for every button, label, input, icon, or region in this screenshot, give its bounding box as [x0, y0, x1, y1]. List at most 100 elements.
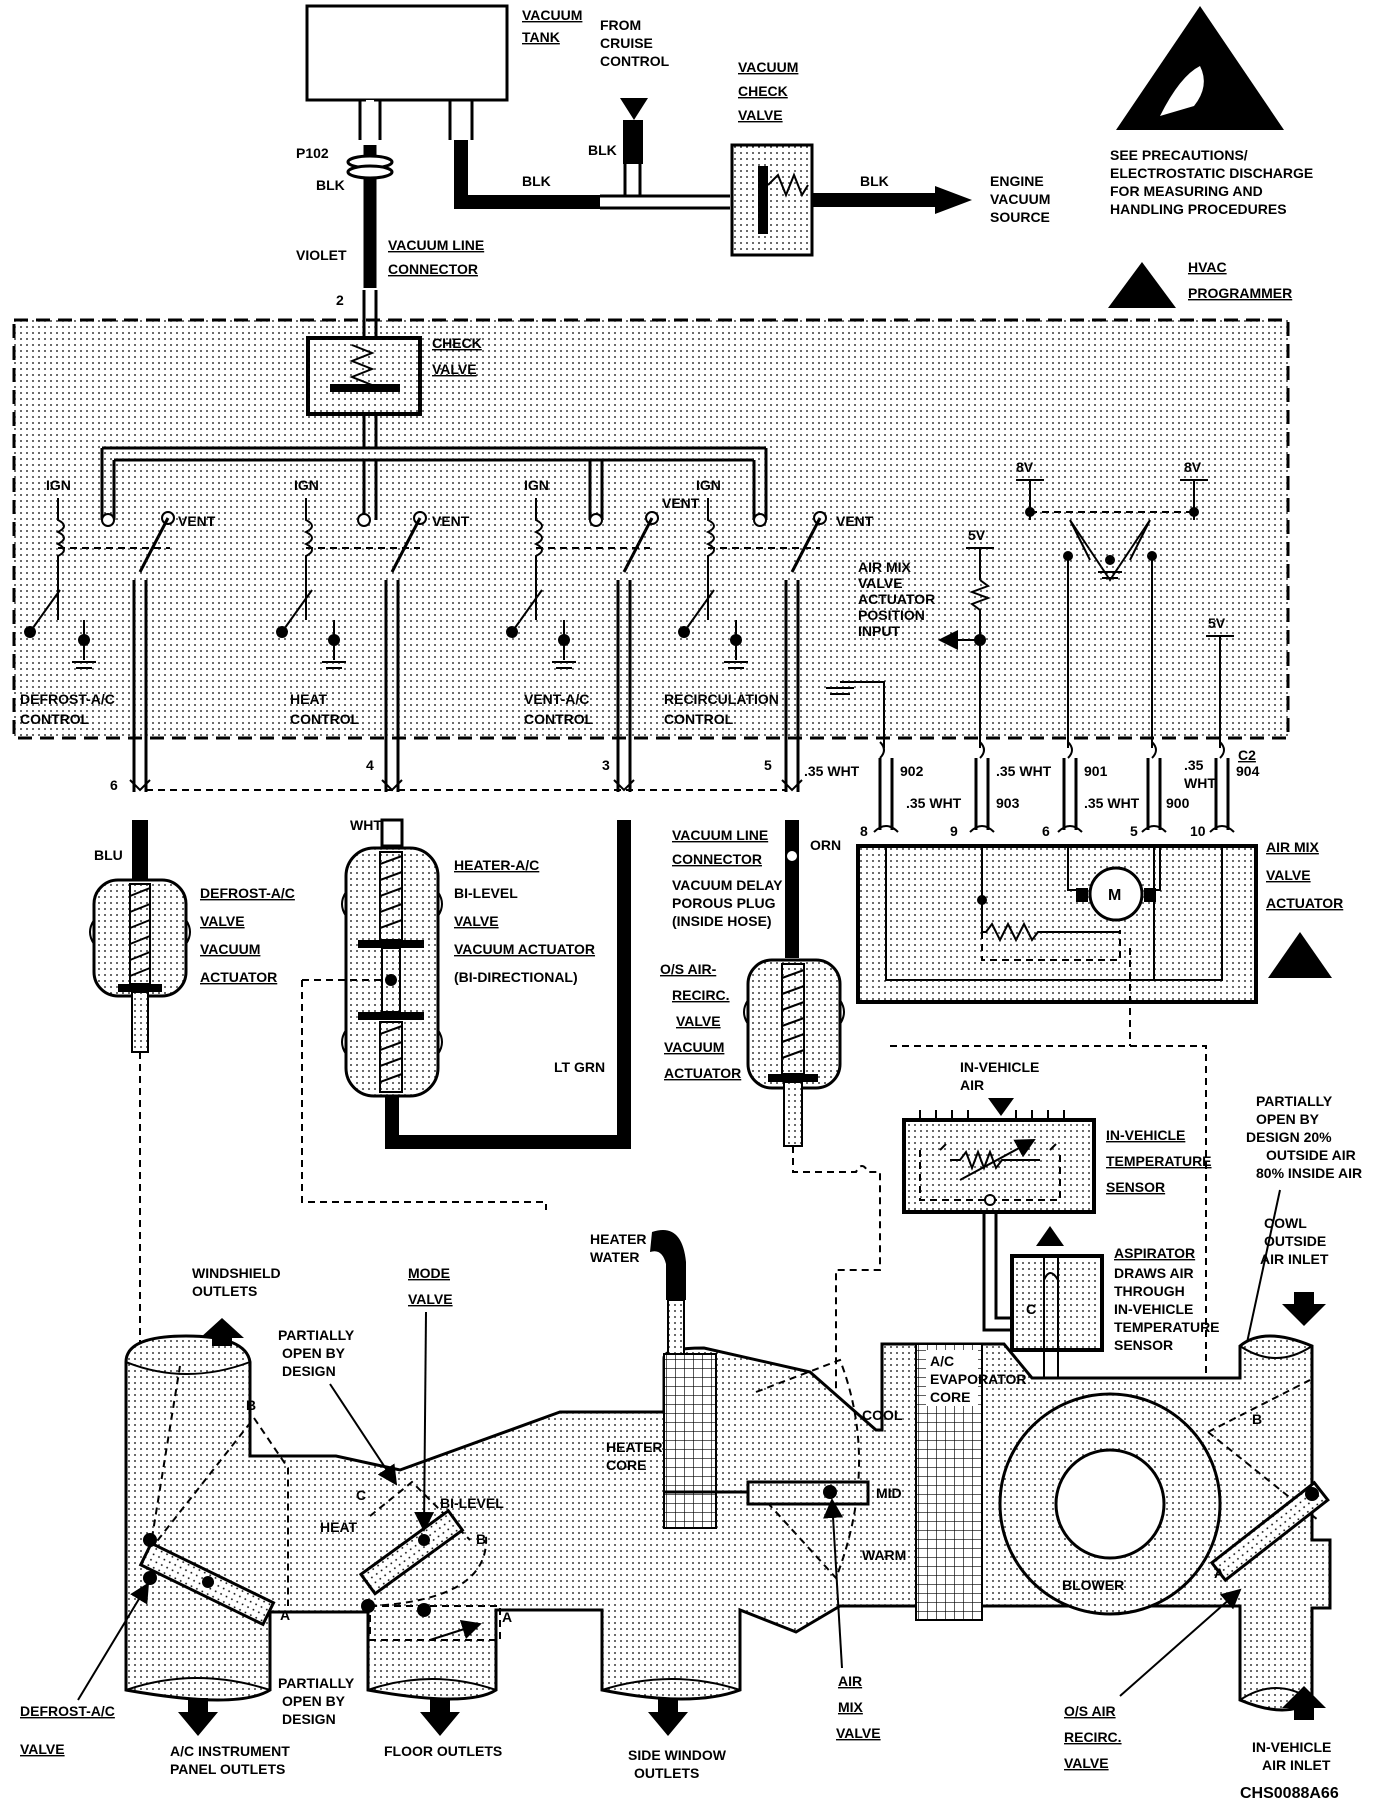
- vacuum-line-connector-2-label: CONNECTOR: [672, 851, 762, 867]
- svg-text:5V: 5V: [968, 527, 986, 543]
- svg-text:900: 900: [1166, 795, 1190, 811]
- svg-text:5: 5: [764, 757, 772, 773]
- air-mix-position-label: INPUT: [858, 623, 900, 639]
- programmer-electronics: 8V 8V 5V AIR MIX VALVE ACTUATOR POSITION…: [826, 459, 1234, 748]
- svg-text:8V: 8V: [1184, 459, 1202, 475]
- heat-solenoid: IGN VENT HEAT CONTROL: [276, 477, 470, 727]
- air-mix-actuator-label: ACTUATOR: [1266, 895, 1343, 911]
- vacuum-actuators: 6 4 3 5 BLU DEFROST-A/C VALVE VACUUM ACT…: [89, 580, 881, 1540]
- esd-note: SEE PRECAUTIONS/: [1110, 147, 1248, 163]
- air-mix-valve-label: AIR: [838, 1673, 862, 1689]
- air-mix-position-label: ACTUATOR: [858, 591, 935, 607]
- cruise-control-label: CONTROL: [600, 53, 670, 69]
- partially-open-bottom-label: OPEN BY: [282, 1693, 346, 1709]
- air-mix-actuator-label: VALVE: [1266, 867, 1311, 883]
- heater-ac-actuator-label: VACUUM ACTUATOR: [454, 941, 595, 957]
- svg-text:902: 902: [900, 763, 924, 779]
- motor-icon: [1088, 866, 1144, 922]
- svg-text:5: 5: [1130, 823, 1138, 839]
- programmer-title: PROGRAMMER: [1188, 285, 1292, 301]
- p102-label: P102: [296, 145, 329, 161]
- blk-wire-label: BLK: [588, 142, 617, 158]
- heater-ac-actuator-label: VALVE: [454, 913, 499, 929]
- in-vehicle-sensor-label: IN-VEHICLE: [1106, 1127, 1185, 1143]
- partially-open-label: PARTIALLY: [278, 1327, 355, 1343]
- heat-control-label: CONTROL: [290, 711, 360, 727]
- partially-open-2080-label: DESIGN 20%: [1246, 1129, 1332, 1145]
- blk-wire-label: BLK: [522, 173, 551, 189]
- programmer-box: [12, 318, 1290, 740]
- ac-ip-outlets-label: A/C INSTRUMENT: [170, 1743, 290, 1759]
- side-window-outlets-label: SIDE WINDOW: [628, 1747, 727, 1763]
- partially-open-2080-label: OUTSIDE AIR: [1266, 1147, 1356, 1163]
- svg-text:A: A: [1214, 1565, 1224, 1581]
- motor-label: M: [1108, 887, 1121, 904]
- svg-text:IGN: IGN: [524, 477, 549, 493]
- recirc-control-label: CONTROL: [664, 711, 734, 727]
- hvac-duct-assembly: HEATER WATER HEATER CORE A/C EVAPORATOR …: [20, 1215, 1332, 1781]
- partially-open-bottom-label: PARTIALLY: [278, 1675, 355, 1691]
- recirc-control-label: RECIRCULATION: [664, 691, 779, 707]
- vent-control-label: CONTROL: [524, 711, 594, 727]
- svg-text:B: B: [476, 1531, 486, 1547]
- svg-text:B: B: [1252, 1411, 1262, 1427]
- esd-warning-icon: [1108, 262, 1176, 308]
- c2-label: C2: [1238, 747, 1256, 763]
- svg-text:C: C: [356, 1487, 366, 1503]
- svg-text:.35 WHT: .35 WHT: [1084, 795, 1140, 811]
- in-vehicle-temp-sensor: [902, 1118, 1096, 1214]
- mid-label: MID: [876, 1485, 902, 1501]
- cowl-inlet-label: OUTSIDE: [1264, 1233, 1326, 1249]
- pin-2-label: 2: [336, 292, 344, 308]
- svg-text:A: A: [280, 1607, 290, 1623]
- recirc-solenoid: IGN VENT RECIRCULATION CONTROL: [664, 477, 874, 727]
- partially-open-2080-label: PARTIALLY: [1256, 1093, 1333, 1109]
- os-recirc-valve-label: RECIRC.: [1064, 1729, 1122, 1745]
- check-valve-label: CHECK: [738, 83, 788, 99]
- vacuum-line-connector-2-label: VACUUM LINE: [672, 827, 768, 843]
- air-mix-position-label: AIR MIX: [858, 559, 912, 575]
- evaporator-label: CORE: [930, 1389, 970, 1405]
- heater-ac-actuator-label: HEATER-A/C: [454, 857, 539, 873]
- svg-text:ORN: ORN: [810, 837, 841, 853]
- cruise-control-label: CRUISE: [600, 35, 653, 51]
- mode-valve-label: VALVE: [408, 1291, 453, 1307]
- mode-valve-label: MODE: [408, 1265, 450, 1281]
- svg-text:VENT: VENT: [662, 495, 700, 511]
- svg-text:8V: 8V: [1016, 459, 1034, 475]
- aspirator-label: SENSOR: [1114, 1337, 1173, 1353]
- svg-text:VENT: VENT: [836, 513, 874, 529]
- heat-label: HEAT: [320, 1519, 358, 1535]
- air-mix-position-label: POSITION: [858, 607, 925, 623]
- svg-text:6: 6: [1042, 823, 1050, 839]
- heater-core: [663, 1353, 717, 1529]
- windshield-outlets-label: WINDSHIELD: [192, 1265, 281, 1281]
- svg-text:.35 WHT: .35 WHT: [804, 763, 860, 779]
- svg-text:9: 9: [950, 823, 958, 839]
- svg-text:901: 901: [1084, 763, 1108, 779]
- mode-valve-door: [358, 1508, 465, 1596]
- vacuum-delay-label: VACUUM DELAY: [672, 877, 783, 893]
- defrost-solenoid: IGN VENT DEFROST-A/C CONTROL: [20, 477, 216, 727]
- aspirator-label: ASPIRATOR: [1114, 1245, 1195, 1261]
- engine-vacuum-label: ENGINE: [990, 173, 1044, 189]
- os-recirc-actuator-label: O/S AIR-: [660, 961, 717, 977]
- air-mix-actuator-label: AIR MIX: [1266, 839, 1320, 855]
- esd-warning-icon: [1268, 932, 1332, 978]
- heater-ac-actuator-label: (BI-DIRECTIONAL): [454, 969, 578, 985]
- svg-text:8: 8: [860, 823, 868, 839]
- partially-open-label: DESIGN: [282, 1363, 336, 1379]
- esd-note: ELECTROSTATIC DISCHARGE: [1110, 165, 1313, 181]
- aspirator-label: IN-VEHICLE: [1114, 1301, 1193, 1317]
- vacuum-tank-label: TANK: [522, 29, 560, 45]
- cowl-inlet-label: COWL: [1264, 1215, 1307, 1231]
- in-vehicle-inlet-label: AIR INLET: [1262, 1757, 1331, 1773]
- air-mix-connector: .35 WHT 902 .35 WHT 903 .35 WHT 901 .35 …: [804, 741, 1343, 1004]
- svg-text:IGN: IGN: [294, 477, 319, 493]
- ac-ip-outlets-label: PANEL OUTLETS: [170, 1761, 285, 1777]
- esd-warning: SEE PRECAUTIONS/ ELECTROSTATIC DISCHARGE…: [1108, 6, 1313, 308]
- defrost-ac-actuator-label: ACTUATOR: [200, 969, 277, 985]
- os-recirc-actuator-label: VALVE: [676, 1013, 721, 1029]
- svg-text:WHT: WHT: [1184, 775, 1216, 791]
- heat-control-label: HEAT: [290, 691, 328, 707]
